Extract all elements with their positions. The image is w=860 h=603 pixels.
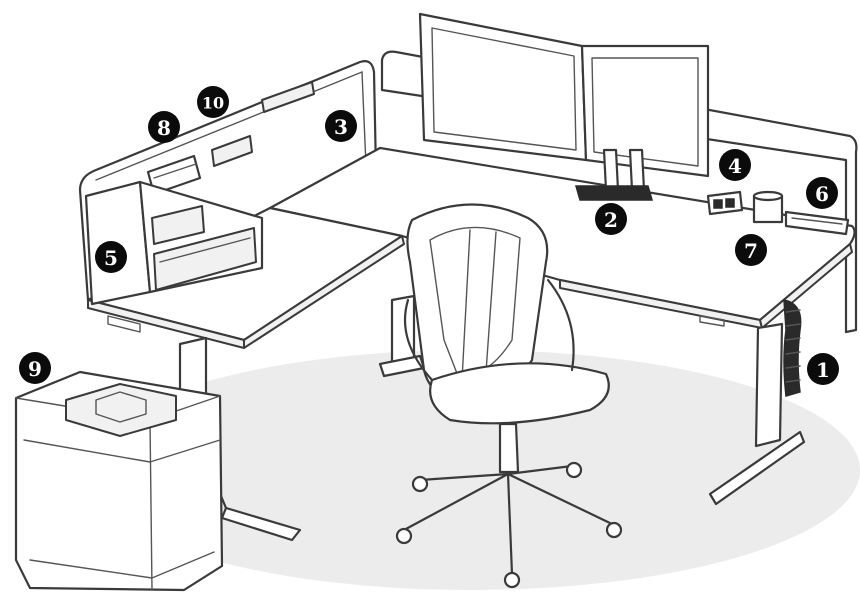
- callout-2: 2: [595, 203, 627, 235]
- callout-9: 9: [19, 352, 51, 384]
- callout-2-label: 2: [604, 208, 618, 232]
- callout-4: 4: [719, 149, 751, 181]
- power-module: [708, 192, 742, 214]
- callout-8-label: 8: [157, 116, 171, 140]
- callout-3: 3: [325, 110, 357, 142]
- mobile-pedestal: [16, 372, 222, 590]
- desk-frame-cable-spine: [784, 300, 801, 396]
- callout-6: 6: [806, 177, 838, 209]
- callout-1: 1: [807, 353, 839, 385]
- callout-10: 10: [197, 86, 229, 118]
- callout-6-label: 6: [815, 182, 829, 206]
- callout-9-label: 9: [28, 357, 42, 381]
- callout-7: 7: [735, 234, 767, 266]
- callout-7-label: 7: [744, 239, 758, 263]
- callout-10-label: 10: [202, 94, 224, 113]
- callout-5-label: 5: [104, 246, 118, 270]
- callout-3-label: 3: [334, 115, 348, 139]
- dual-monitors: [420, 14, 708, 176]
- callout-4-label: 4: [728, 154, 742, 178]
- callout-1-label: 1: [816, 358, 830, 382]
- callout-5: 5: [95, 241, 127, 273]
- pen-cup: [754, 192, 782, 222]
- callout-8: 8: [148, 111, 180, 143]
